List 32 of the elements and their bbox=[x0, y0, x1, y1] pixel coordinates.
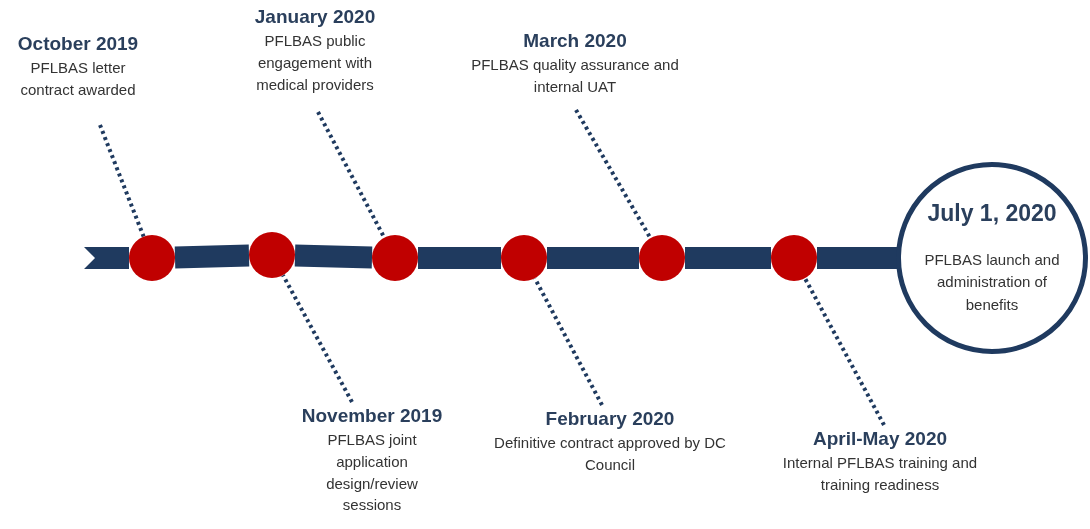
milestone-description: Internal PFLBAS training and training readiness bbox=[781, 453, 979, 495]
milestone-date: July 1, 2020 bbox=[927, 199, 1057, 227]
milestone-date: April-May 2020 bbox=[812, 428, 948, 450]
milestone-description: PFLBAS launch and administration of benefits bbox=[923, 249, 1061, 315]
leader-line bbox=[803, 277, 886, 426]
milestone-date: February 2020 bbox=[545, 408, 675, 430]
leader-line bbox=[574, 109, 653, 240]
milestone-description: PFLBAS joint application design/review sessions bbox=[325, 430, 419, 516]
timeline-bar bbox=[547, 247, 639, 269]
milestone-description: PFLBAS public engagement with medical providers bbox=[255, 31, 375, 95]
leader-line bbox=[281, 274, 354, 403]
timeline-bar bbox=[174, 244, 250, 269]
milestone-dot bbox=[771, 235, 817, 281]
timeline-bar bbox=[294, 244, 373, 269]
milestone-description: PFLBAS quality assurance and internal UAT bbox=[470, 55, 680, 97]
timeline-bar bbox=[685, 247, 771, 269]
leader-line bbox=[316, 111, 387, 239]
timeline-bar bbox=[84, 247, 129, 269]
milestone-dot bbox=[639, 235, 685, 281]
milestone-date: November 2019 bbox=[301, 405, 443, 427]
leader-line bbox=[98, 124, 146, 238]
timeline-bar bbox=[418, 247, 501, 269]
milestone-description: PFLBAS letter contract awarded bbox=[19, 58, 137, 100]
milestone-description: Definitive contract approved by DC Council bbox=[493, 433, 727, 475]
milestone-dot bbox=[501, 235, 547, 281]
milestone-date: January 2020 bbox=[254, 6, 376, 28]
timeline-bar bbox=[817, 247, 898, 269]
milestone-dot bbox=[372, 235, 418, 281]
milestone-dot bbox=[129, 235, 175, 281]
milestone-dot bbox=[249, 232, 295, 278]
milestone-date: March 2020 bbox=[523, 30, 627, 52]
milestone-date: October 2019 bbox=[17, 33, 139, 55]
